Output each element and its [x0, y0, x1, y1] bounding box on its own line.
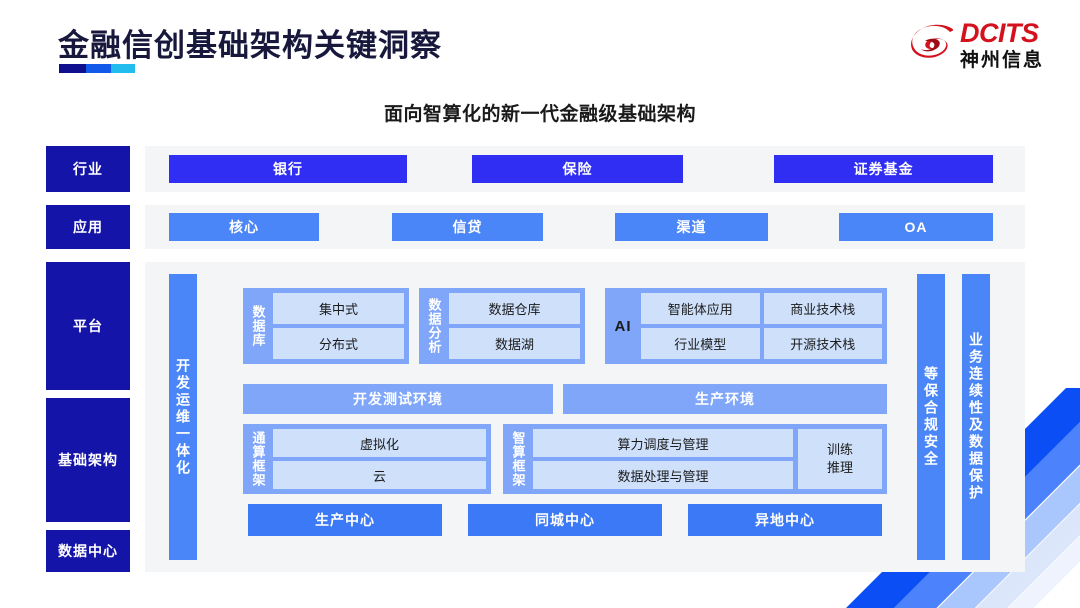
inference-label: 推理 — [826, 460, 853, 475]
cell-centralized[interactable]: 集中式 — [273, 293, 404, 324]
rail-label-industry: 行业 — [46, 146, 130, 192]
security-compliance-vertical-bar[interactable]: 等保合规安全 — [917, 274, 945, 560]
environment-dev-test[interactable]: 开发测试环境 — [243, 384, 553, 414]
training-inference-text: 训练 推理 — [827, 441, 853, 476]
rail-label-datacenter: 数据中心 — [46, 530, 130, 572]
rail-label-infrastructure: 基础架构 — [46, 398, 130, 522]
group-cells-ai: 智能体应用 商业技术栈 行业模型 开源技术栈 — [641, 293, 882, 359]
group-ai-compute-framework: 智算框架 算力调度与管理 数据处理与管理 训练 推理 — [503, 424, 887, 494]
group-cells-database: 集中式 分布式 — [273, 293, 404, 359]
application-item-core[interactable]: 核心 — [169, 213, 319, 241]
application-item-credit[interactable]: 信贷 — [392, 213, 543, 241]
rail-label-application: 应用 — [46, 205, 130, 249]
underline-segment-3 — [111, 64, 135, 73]
cell-data-lake[interactable]: 数据湖 — [449, 328, 580, 359]
group-label-database: 数据库 — [250, 305, 266, 347]
group-label-data-analysis: 数据分析 — [426, 298, 442, 354]
rail-label-platform: 平台 — [46, 262, 130, 390]
logo-text-en: DCITS — [959, 18, 1039, 48]
logo-wordmark: DCITS 神州信息 — [959, 18, 1044, 71]
industry-panel: 银行 保险 证券基金 — [145, 146, 1025, 192]
cell-virtualization[interactable]: 虚拟化 — [273, 429, 486, 457]
cell-commercial-tech-stack[interactable]: 商业技术栈 — [763, 293, 882, 324]
training-label: 训练 — [826, 442, 853, 458]
page-subtitle: 面向智算化的新一代金融级基础架构 — [383, 104, 696, 125]
group-label-ai-compute: 智算框架 — [510, 431, 526, 487]
datacenter-item-remote[interactable]: 异地中心 — [688, 504, 882, 536]
group-cells-general-compute: 虚拟化 云 — [273, 429, 486, 489]
dcits-swoosh-icon — [911, 23, 954, 67]
application-panel: 核心 信贷 渠道 OA — [145, 205, 1025, 249]
application-item-channel[interactable]: 渠道 — [615, 213, 768, 241]
cell-opensource-tech-stack[interactable]: 开源技术栈 — [763, 328, 882, 359]
cell-data-warehouse[interactable]: 数据仓库 — [449, 293, 580, 324]
cell-cloud[interactable]: 云 — [273, 461, 486, 489]
group-database: 数据库 集中式 分布式 — [243, 288, 409, 364]
datacenter-item-metro[interactable]: 同城中心 — [468, 504, 662, 536]
underline-segment-2 — [86, 64, 111, 73]
industry-item-insurance[interactable]: 保险 — [472, 155, 683, 183]
group-ai: AI 智能体应用 商业技术栈 行业模型 开源技术栈 — [605, 288, 887, 364]
devops-vertical-bar[interactable]: 开发运维一体化 — [169, 274, 197, 560]
group-general-compute-framework: 通算框架 虚拟化 云 — [243, 424, 491, 494]
group-cells-ai-compute: 算力调度与管理 数据处理与管理 — [533, 429, 793, 489]
group-label-ai: AI — [614, 317, 632, 335]
group-cells-data-analysis: 数据仓库 数据湖 — [449, 293, 580, 359]
page-title: 金融信创基础架构关键洞察 — [58, 28, 442, 63]
cell-industry-model[interactable]: 行业模型 — [641, 328, 760, 359]
cell-training-inference[interactable]: 训练 推理 — [798, 429, 882, 489]
logo-text-cn: 神州信息 — [959, 50, 1044, 71]
cell-compute-scheduling[interactable]: 算力调度与管理 — [533, 429, 793, 457]
group-label-general-compute: 通算框架 — [250, 431, 266, 487]
industry-item-securities-fund[interactable]: 证券基金 — [774, 155, 993, 183]
application-item-oa[interactable]: OA — [839, 213, 993, 241]
cell-agent-application[interactable]: 智能体应用 — [641, 293, 760, 324]
group-data-analysis: 数据分析 数据仓库 数据湖 — [419, 288, 585, 364]
business-continuity-vertical-bar[interactable]: 业务连续性及数据保护 — [962, 274, 990, 560]
title-underline — [59, 64, 135, 73]
cell-distributed[interactable]: 分布式 — [273, 328, 404, 359]
company-logo: DCITS 神州信息 — [911, 20, 1044, 70]
industry-item-bank[interactable]: 银行 — [169, 155, 407, 183]
underline-segment-1 — [59, 64, 86, 73]
cell-data-processing[interactable]: 数据处理与管理 — [533, 461, 793, 489]
environment-production[interactable]: 生产环境 — [563, 384, 887, 414]
datacenter-item-production[interactable]: 生产中心 — [248, 504, 442, 536]
